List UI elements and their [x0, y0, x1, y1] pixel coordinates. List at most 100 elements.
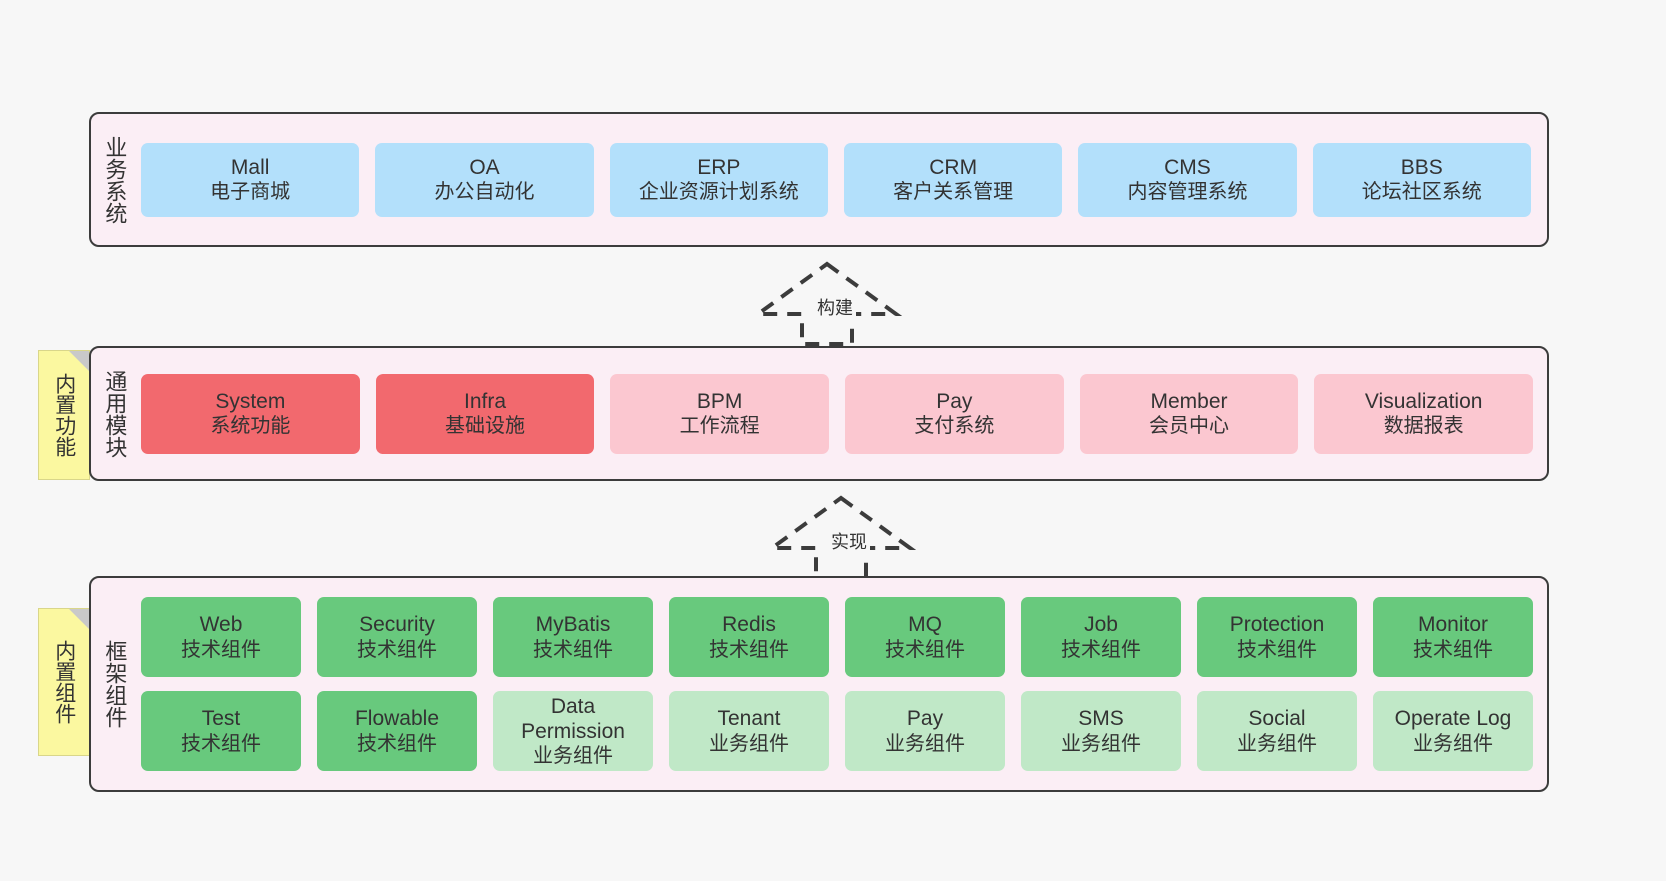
card-title: Social	[1248, 707, 1306, 731]
card-title: Web	[199, 613, 243, 637]
card-subtitle: 内容管理系统	[1127, 181, 1248, 204]
card-bpm[interactable]: BPM 工作流程	[610, 373, 830, 454]
card-social[interactable]: Social 业务组件	[1197, 691, 1357, 771]
business-systems-band: 业务系统 Mall 电子商城 OA 办公自动化 ERP 企业资源计划系统 CRM…	[89, 112, 1549, 247]
card-title: Infra	[463, 389, 507, 413]
card-bbs[interactable]: BBS 论坛社区系统	[1312, 142, 1531, 217]
card-subtitle: 会员中心	[1149, 415, 1230, 438]
card-subtitle: 技术组件	[1061, 638, 1141, 661]
card-title: Security	[359, 613, 435, 637]
arrow-implement: 实现	[766, 492, 916, 584]
business-systems-body: Mall 电子商城 OA 办公自动化 ERP 企业资源计划系统 CRM 客户关系…	[137, 114, 1547, 245]
dashed-hollow-arrow-icon	[766, 495, 916, 580]
card-pay-business[interactable]: Pay 业务组件	[845, 691, 1005, 771]
note-fold-corner-icon	[69, 609, 89, 629]
note-label: 内置组件	[52, 640, 76, 724]
card-subtitle: 论坛社区系统	[1361, 181, 1482, 204]
card-oa[interactable]: OA 办公自动化	[375, 142, 594, 217]
card-operate-log[interactable]: Operate Log 业务组件	[1373, 691, 1533, 771]
card-mybatis[interactable]: MyBatis 技术组件	[493, 597, 653, 677]
card-member[interactable]: Member 会员中心	[1079, 373, 1299, 454]
note-fold-corner-icon	[69, 351, 89, 371]
card-subtitle: 业务组件	[1061, 732, 1141, 755]
card-pay[interactable]: Pay 支付系统	[845, 373, 1064, 454]
framework-components-body: Web 技术组件 Security 技术组件 MyBatis 技术组件 Redi…	[137, 578, 1547, 790]
card-title: CRM	[929, 155, 978, 179]
card-sms[interactable]: SMS 业务组件	[1021, 691, 1181, 771]
card-subtitle: 电子商城	[210, 181, 291, 204]
card-subtitle: 技术组件	[181, 638, 261, 661]
common-modules-body: System 系统功能 Infra 基础设施 BPM 工作流程 Pay 支付系统…	[137, 348, 1547, 479]
card-data-permission[interactable]: Data Permission 业务组件	[493, 691, 653, 771]
framework-tech-row: Web 技术组件 Security 技术组件 MyBatis 技术组件 Redi…	[141, 597, 1533, 677]
card-subtitle: 业务组件	[533, 745, 613, 768]
card-web[interactable]: Web 技术组件	[141, 597, 301, 677]
dashed-hollow-arrow-icon	[752, 261, 902, 346]
card-subtitle: 业务组件	[1237, 732, 1317, 755]
card-visualization[interactable]: Visualization 数据报表	[1314, 373, 1534, 454]
card-title: Flowable	[354, 707, 440, 731]
card-redis[interactable]: Redis 技术组件	[669, 597, 829, 677]
card-subtitle: 业务组件	[885, 732, 965, 755]
card-subtitle: 客户关系管理	[893, 181, 1014, 204]
card-title: Mall	[230, 155, 270, 179]
card-tenant[interactable]: Tenant 业务组件	[669, 691, 829, 771]
card-title: Test	[201, 707, 241, 731]
card-flowable[interactable]: Flowable 技术组件	[317, 691, 477, 771]
card-title: OA	[469, 155, 500, 179]
card-subtitle: 业务组件	[709, 732, 789, 755]
card-job[interactable]: Job 技术组件	[1021, 597, 1181, 677]
framework-components-title: 框架组件	[102, 640, 128, 728]
card-title: Pay	[906, 707, 944, 731]
card-subtitle: 系统功能	[210, 415, 291, 438]
card-crm[interactable]: CRM 客户关系管理	[843, 142, 1063, 217]
card-title: Protection	[1229, 613, 1325, 637]
note-label: 内置功能	[52, 373, 76, 457]
common-modules-band: 通用模块 System 系统功能 Infra 基础设施 BPM 工作流程 Pay…	[89, 346, 1549, 481]
card-subtitle: 企业资源计划系统	[638, 181, 799, 204]
card-title: Visualization	[1364, 389, 1483, 413]
card-system[interactable]: System 系统功能	[141, 373, 360, 454]
card-mall[interactable]: Mall 电子商城	[141, 142, 360, 217]
card-title: ERP	[697, 155, 741, 179]
card-title: Data Permission	[521, 694, 625, 743]
card-title: Pay	[936, 389, 973, 413]
business-systems-title: 业务系统	[102, 135, 128, 224]
card-subtitle: 基础设施	[445, 415, 525, 438]
card-subtitle: 技术组件	[1413, 638, 1493, 661]
card-mq[interactable]: MQ 技术组件	[845, 597, 1005, 677]
card-protection[interactable]: Protection 技术组件	[1197, 597, 1357, 677]
card-subtitle: 技术组件	[181, 732, 261, 755]
common-modules-title: 通用模块	[102, 369, 128, 458]
arrow-implement-label: 实现	[828, 528, 870, 554]
note-builtin-components: 内置组件	[38, 608, 90, 756]
card-subtitle: 技术组件	[1237, 638, 1317, 661]
card-infra[interactable]: Infra 基础设施	[375, 373, 595, 454]
card-title: BPM	[696, 389, 743, 413]
arrow-build-label: 构建	[814, 294, 856, 320]
card-subtitle: 工作流程	[679, 415, 760, 438]
card-subtitle: 支付系统	[914, 415, 995, 438]
card-title: Tenant	[717, 707, 781, 731]
arrow-build: 构建	[752, 258, 902, 350]
card-subtitle: 技术组件	[885, 638, 965, 661]
note-builtin-features: 内置功能	[38, 350, 90, 480]
card-subtitle: 数据报表	[1383, 415, 1464, 438]
card-erp[interactable]: ERP 企业资源计划系统	[609, 142, 828, 217]
common-modules-row: System 系统功能 Infra 基础设施 BPM 工作流程 Pay 支付系统…	[141, 373, 1534, 454]
card-title: Redis	[722, 613, 776, 637]
framework-business-row: Test 技术组件 Flowable 技术组件 Data Permission …	[141, 691, 1533, 771]
card-subtitle: 业务组件	[1413, 732, 1493, 755]
card-test[interactable]: Test 技术组件	[141, 691, 301, 771]
card-title: MQ	[908, 613, 942, 637]
card-title: CMS	[1164, 155, 1211, 179]
card-subtitle: 技术组件	[709, 638, 789, 661]
card-security[interactable]: Security 技术组件	[317, 597, 477, 677]
card-title: System	[215, 389, 286, 413]
card-subtitle: 技术组件	[357, 638, 437, 661]
card-title: Operate Log	[1394, 707, 1512, 731]
card-monitor[interactable]: Monitor 技术组件	[1373, 597, 1533, 677]
card-subtitle: 技术组件	[357, 732, 437, 755]
card-subtitle: 技术组件	[533, 638, 613, 661]
card-cms[interactable]: CMS 内容管理系统	[1078, 142, 1297, 217]
